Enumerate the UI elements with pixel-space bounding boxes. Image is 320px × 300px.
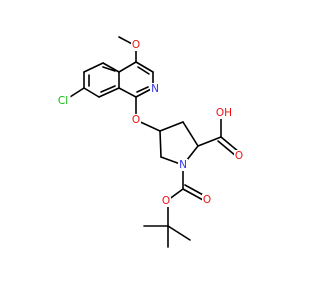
bond-c7-cl [69,87,85,98]
bond-cboc-o-carbonyl-2 [184,184,206,197]
atom-label-boc-ester-oxygen: O [162,195,170,207]
bond-c4p-c3p [159,121,184,132]
atom-label-ether-oxygen-background [131,114,141,126]
bond-c8a-c4a [98,87,120,98]
atom-label-hydroxyl-background [215,107,233,119]
bond-c1-c8a [118,87,137,98]
bond-c6-c7 [83,62,104,73]
atom-label-boc-carbonyl-oxygen-background [202,194,212,206]
bond-c2p-cooh [197,136,222,147]
atom-label-pyrrolidine-nitrogen: N [179,159,187,171]
bond-cooh-o2 [217,140,237,157]
bond-c5p-c4p [159,130,162,158]
bond-c8-c8a [83,87,100,98]
atom-label-ring-nitrogen: N [151,83,159,95]
atom-label-boc-ester-oxygen-background [161,195,171,207]
bond-n2-c1-inner [136,86,149,93]
atom-label-chlorine-background [55,95,71,107]
atom-label-chlorine: Cl [58,95,68,107]
atom-label-boc-carbonyl-oxygen: O [203,194,211,206]
bond-c5-c6-inner [102,66,116,72]
bond-c8a-c4a-inner [100,85,116,93]
bond-layer [69,36,240,248]
atom-label-pyrrolidine-nitrogen-background [178,159,188,171]
atom-label-methoxy-oxygen-background [131,39,141,51]
atom-label-acid-carbonyl-oxygen: O [235,150,243,162]
bond-c4-c3 [135,61,154,73]
atom-label-ether-oxygen: O [132,114,140,126]
bond-c5-c6 [102,62,120,73]
bond-cooh-o1 [220,136,240,153]
bond-cq-me3 [167,225,191,241]
bond-cboc-o-carbonyl-1 [182,188,204,201]
bond-c4-c3-inner [137,66,150,75]
atom-label-hydroxyl: OH [216,107,232,119]
bond-c3p-c2p [182,121,199,147]
atom-label-ring-nitrogen-background [150,83,160,95]
atom-label-methoxy-oxygen: O [132,39,140,51]
atom-label-acid-carbonyl-oxygen-background [234,150,244,162]
bond-c4a-c4 [118,61,137,73]
